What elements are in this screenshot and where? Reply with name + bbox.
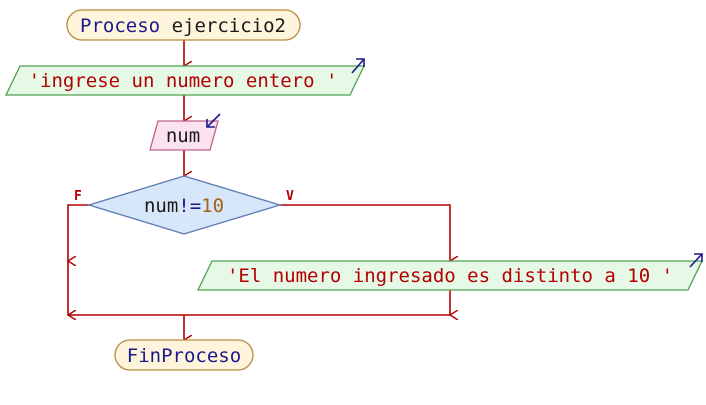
flow-false-branch	[68, 204, 90, 261]
output-arrow-icon	[351, 58, 365, 74]
decision-number: 10	[201, 195, 224, 217]
end-terminal[interactable]: FinProceso	[114, 339, 254, 371]
output-block-1-text: 'ingrese un numero entero '	[29, 70, 338, 92]
start-space	[160, 15, 171, 37]
input-block-shape	[149, 120, 219, 151]
end-terminal-shape	[114, 339, 254, 371]
output-arrow-icon	[689, 253, 703, 268]
decision-condition: num!=10	[144, 195, 224, 217]
output-block-2-shape	[196, 260, 704, 291]
output-block-1-shape	[4, 65, 366, 96]
start-terminal-text: Proceso ejercicio2	[80, 15, 286, 37]
input-arrow-icon	[206, 113, 221, 128]
input-block[interactable]: num	[149, 113, 221, 151]
start-keyword: Proceso	[80, 15, 160, 37]
decision-block-shape	[86, 175, 283, 235]
start-terminal-shape	[66, 9, 301, 41]
output-block-1[interactable]: 'ingrese un numero entero '	[4, 58, 366, 96]
flow-true-branch	[280, 204, 450, 261]
flow-lines	[68, 40, 450, 340]
start-terminal[interactable]: Proceso ejercicio2	[66, 9, 301, 41]
start-process-name: ejercicio2	[172, 15, 286, 37]
decision-variable: num	[144, 195, 178, 217]
end-terminal-text: FinProceso	[127, 345, 241, 367]
false-branch-label: F	[74, 189, 82, 204]
true-branch-label: V	[286, 189, 294, 204]
decision-operator: !=	[178, 195, 201, 217]
output-block-2-text: 'El numero ingresado es distinto a 10 '	[227, 265, 673, 287]
output-block-2[interactable]: 'El numero ingresado es distinto a 10 '	[196, 253, 704, 291]
decision-block[interactable]: num!=10 F V	[74, 175, 294, 235]
input-block-text: num	[166, 125, 200, 147]
